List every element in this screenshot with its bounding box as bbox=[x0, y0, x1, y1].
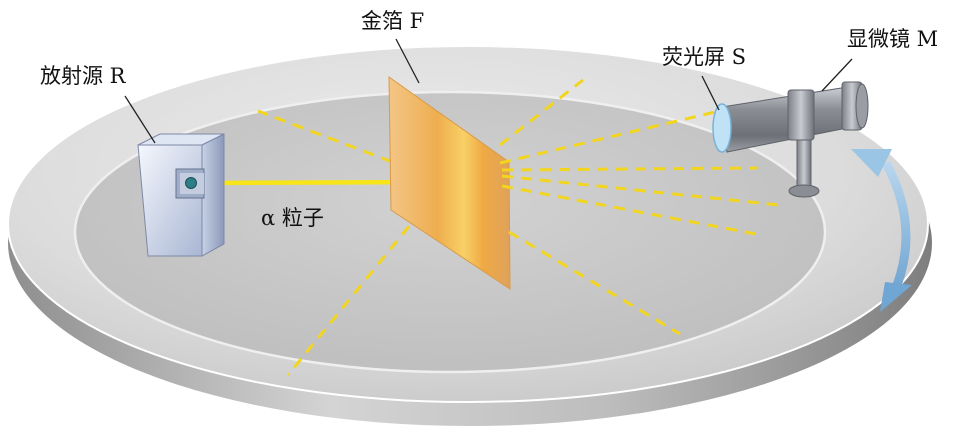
label-foil: 金箔 F bbox=[361, 9, 425, 33]
microscope-icon bbox=[721, 81, 869, 198]
scattered-paths-front bbox=[499, 78, 780, 336]
fluorescent-screen-icon bbox=[712, 103, 732, 153]
radiation-source-icon bbox=[137, 133, 225, 257]
turntable bbox=[7, 45, 932, 426]
label-microscope: 显微镜 M bbox=[847, 27, 939, 51]
label-screen: 荧光屏 S bbox=[662, 45, 747, 69]
rotation-arrow-icon bbox=[851, 149, 912, 312]
label-leaders bbox=[124, 38, 853, 144]
label-source: 放射源 R bbox=[40, 64, 126, 88]
gold-foil-icon bbox=[388, 76, 511, 290]
label-alpha-particle: α 粒子 bbox=[261, 206, 324, 230]
